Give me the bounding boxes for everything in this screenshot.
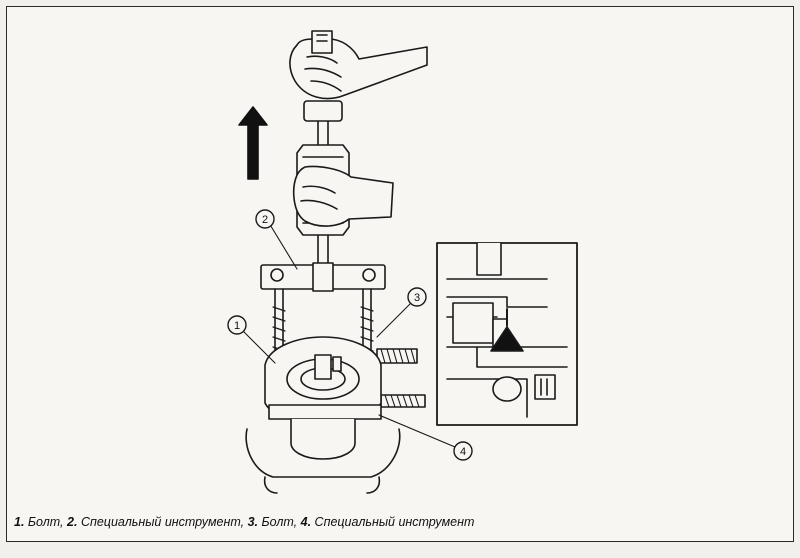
figure-caption: 1. Болт, 2. Специальный инструмент, 3. Б… [14, 512, 784, 538]
upper-hand [289, 38, 428, 100]
caption-item-4-text: Специальный инструмент [314, 515, 475, 529]
figure-frame: 1 2 3 4 [6, 6, 794, 542]
caption-item-3-number: 3. [247, 515, 259, 529]
callout-3-label: 3 [414, 292, 420, 304]
support-plate [268, 404, 382, 420]
hammer-cap [311, 30, 333, 54]
puller-illustration: 1 2 3 4 [227, 30, 578, 494]
callout-2-label: 2 [262, 214, 268, 226]
caption-item-1-text: Болт, [27, 515, 64, 529]
caption-item-3-text: Болт, [261, 515, 298, 529]
lower-hand [292, 165, 394, 227]
force-arrow-icon [490, 326, 524, 352]
hammer-collar [303, 100, 343, 122]
caption-item-1-number: 1. [14, 515, 25, 529]
wheel-hub-base [290, 418, 356, 460]
callout-1-circle [227, 315, 247, 335]
caption-item-2-number: 2. [67, 515, 78, 529]
callout-2-circle [255, 209, 275, 229]
callout-4-circle [453, 441, 473, 461]
callout-1-label: 1 [234, 320, 240, 332]
callout-4-label: 4 [460, 446, 466, 458]
caption-item-4-number: 4. [300, 515, 312, 529]
callout-3-circle [407, 287, 427, 307]
pull-direction-arrow-icon [238, 106, 268, 180]
caption-item-2-text: Специальный инструмент, [80, 515, 245, 529]
